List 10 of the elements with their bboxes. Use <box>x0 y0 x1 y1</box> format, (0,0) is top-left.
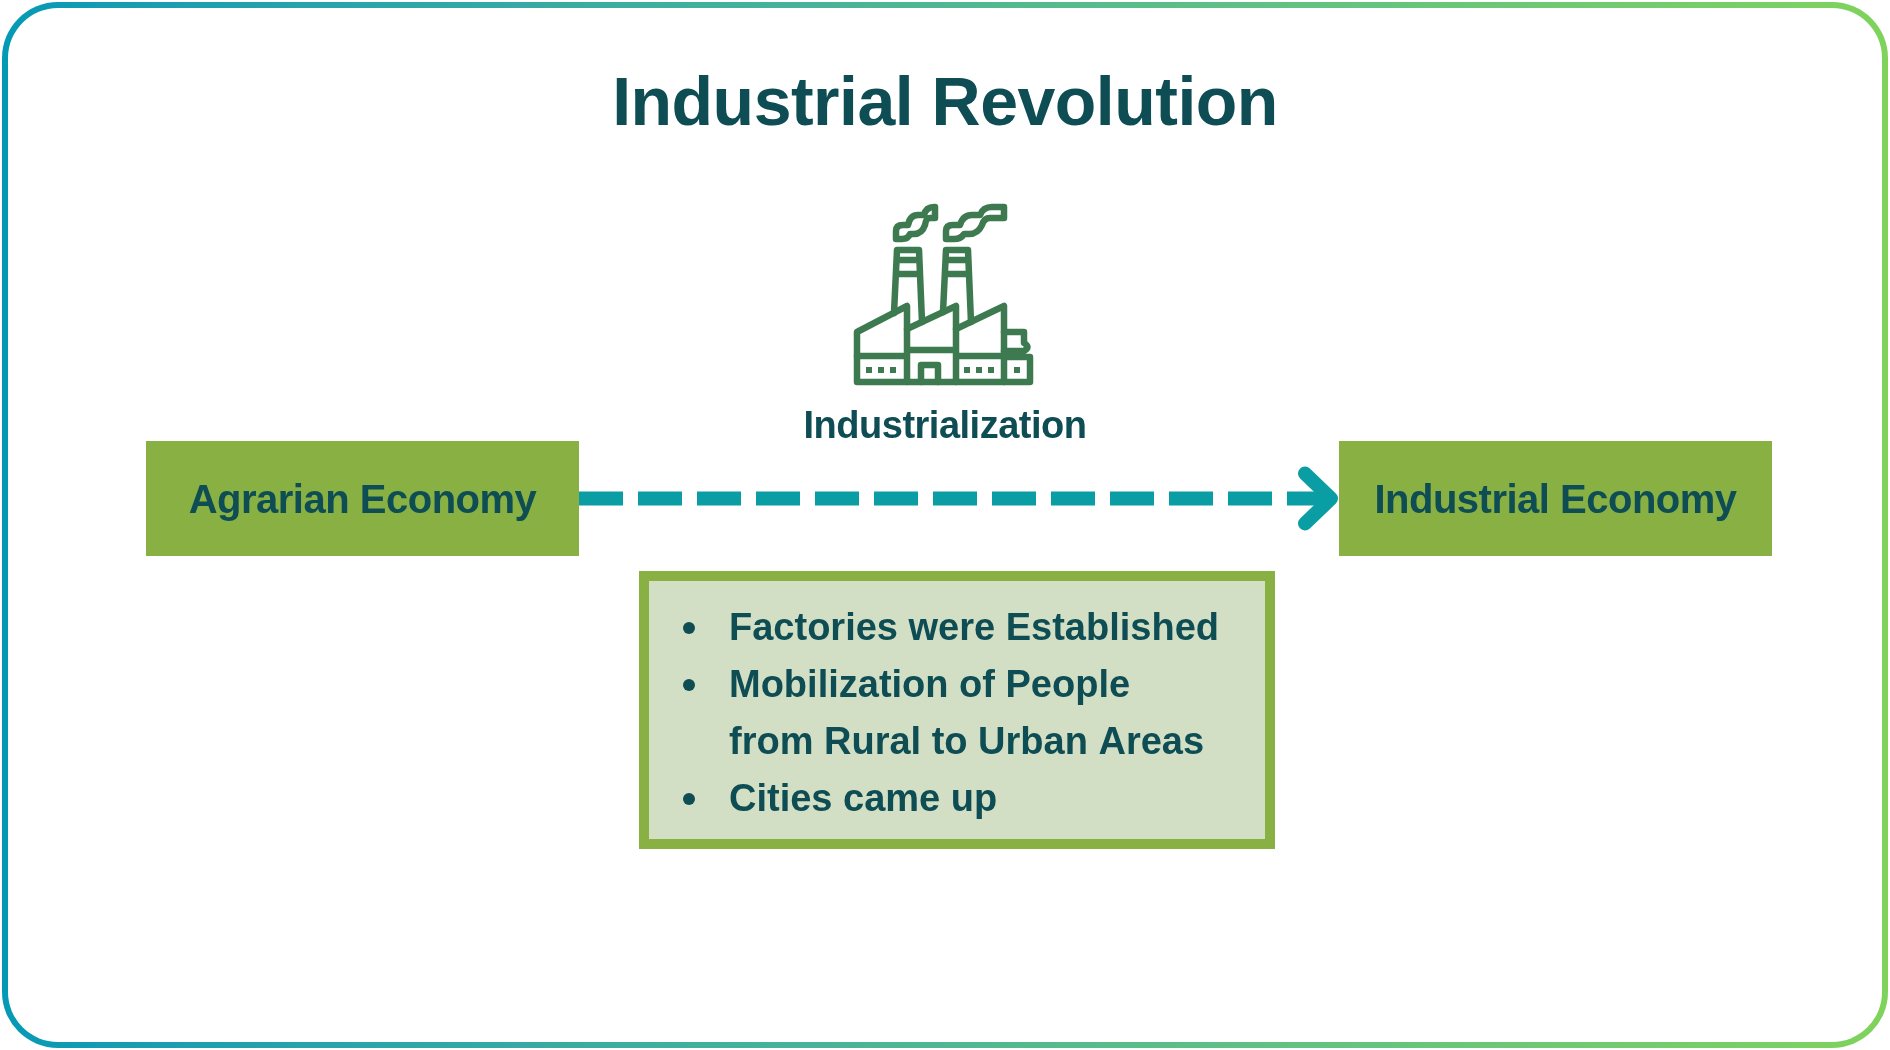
bullet-text: Cities came up <box>729 776 999 821</box>
dashed-arrow <box>579 466 1338 531</box>
node-label: Agrarian Economy <box>188 475 537 523</box>
process-box <box>1339 441 1772 556</box>
process-box <box>146 441 579 556</box>
note-box <box>639 571 1275 849</box>
bullet-text: Mobilization of People from Rural to Urban Areas <box>729 662 1206 764</box>
bullet-text: Factories were Established <box>729 605 1220 650</box>
node-label: Industrial Economy <box>1374 475 1737 523</box>
title: Industrial Revolution <box>612 62 1278 141</box>
